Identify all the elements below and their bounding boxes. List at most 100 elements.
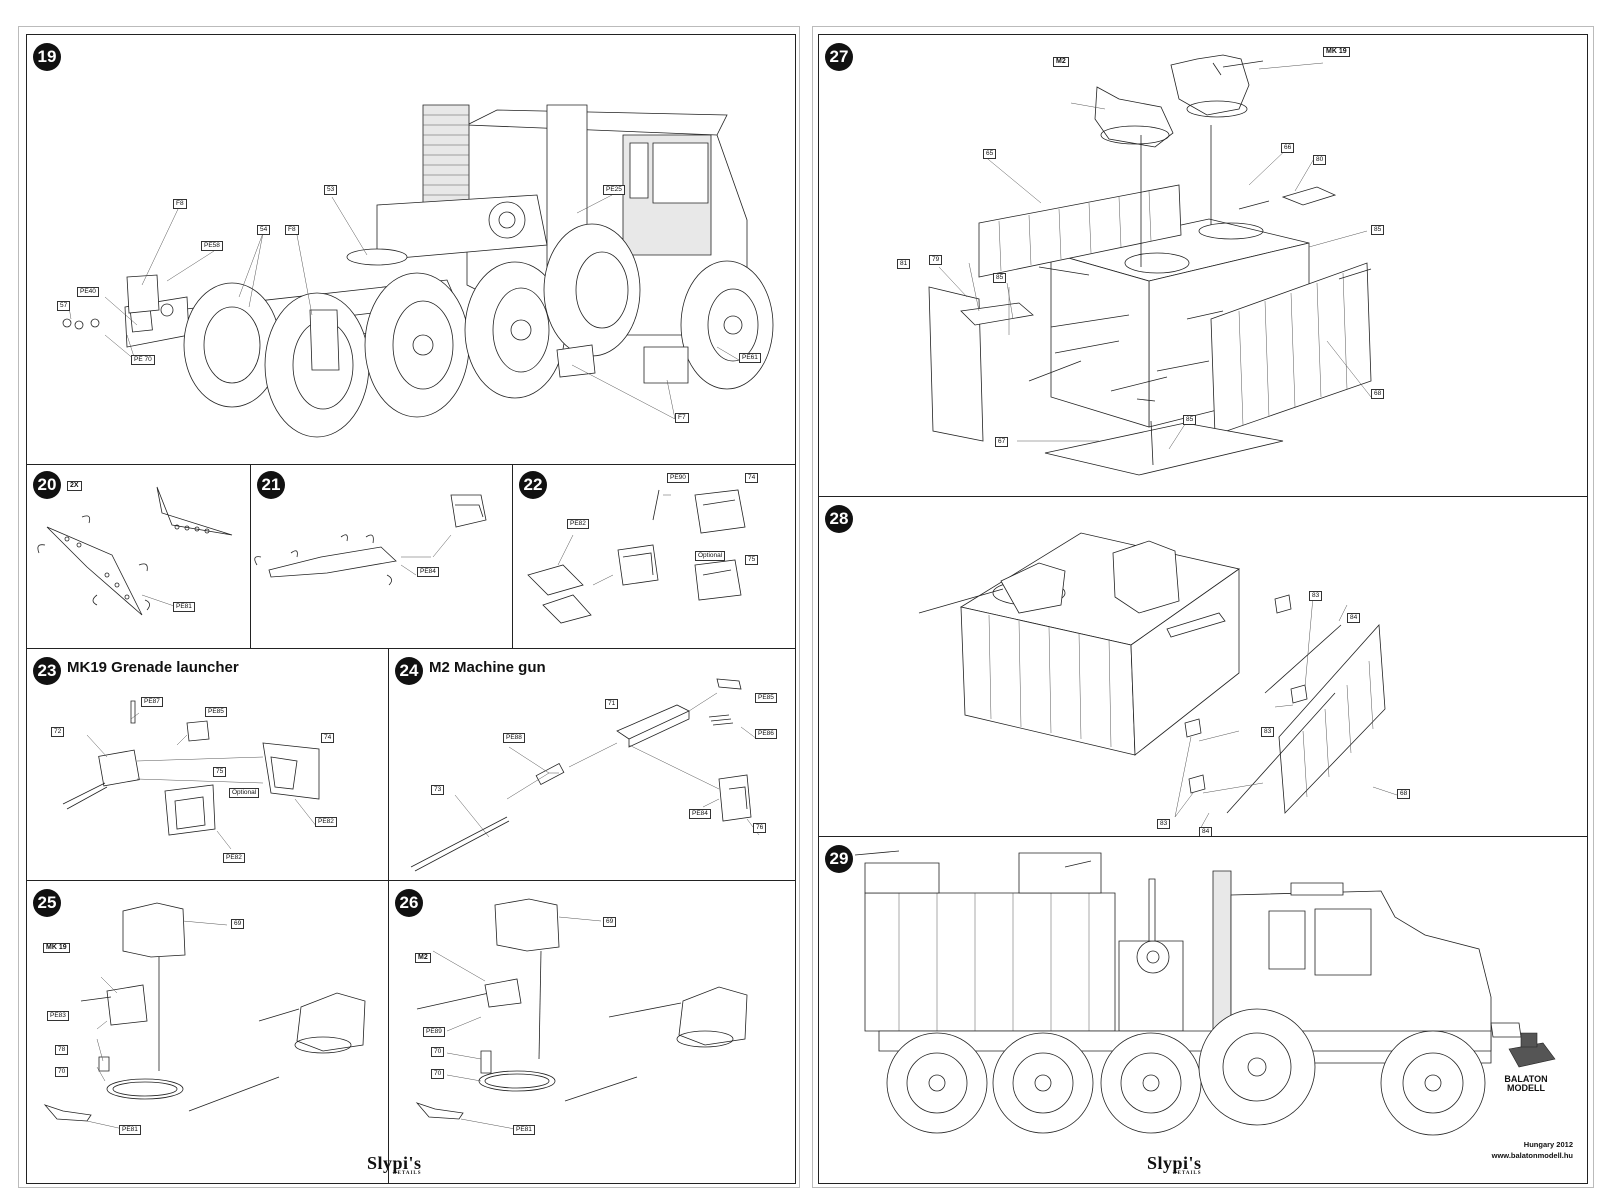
vehicle-side-view-drawing: [819, 837, 1587, 1183]
label-pe82a: PE82: [315, 817, 337, 827]
label-68: 68: [1371, 389, 1385, 399]
label-f7: F7: [675, 413, 689, 423]
label-85a: 85: [1371, 225, 1385, 235]
label-pe82b: PE82: [223, 853, 245, 863]
step-28-cell: 28 83 84 83 68 83 84: [819, 497, 1587, 837]
label-pe81: PE81: [513, 1125, 535, 1135]
label-65: 65: [983, 149, 997, 159]
side-view-wheels: [887, 1009, 1485, 1135]
label-53: 53: [324, 185, 338, 195]
step-25-badge: 25: [33, 889, 61, 917]
label-pe83: PE83: [47, 1011, 69, 1021]
step-23-badge: 23: [33, 657, 61, 685]
brand-sub: DETAILS: [392, 1171, 422, 1176]
left-panel: 19: [26, 34, 796, 1184]
step-23-title: MK19 Grenade launcher: [67, 659, 239, 676]
brand-name: Slypi's: [367, 1153, 422, 1173]
label-79: 79: [929, 255, 943, 265]
step-19-cell: 19: [27, 35, 795, 465]
label-57: 57: [57, 301, 71, 311]
step-24-cell: 24 M2 Machine gun 71 PE85 PE88 PE86 73 P…: [389, 649, 795, 881]
label-83a: 83: [1309, 591, 1323, 601]
step-29-badge: 29: [825, 845, 853, 873]
balaton-logo: BALATON MODELL: [1491, 1075, 1561, 1093]
cargo-box-assembly-drawing: [819, 497, 1587, 837]
footer-country-year: Hungary 2012: [1523, 1140, 1573, 1149]
label-85c: 85: [1183, 415, 1197, 425]
label-pe85: PE85: [755, 693, 777, 703]
label-pe84: PE84: [689, 809, 711, 819]
step-22-drawing: [513, 465, 795, 649]
m2-mount-drawing: [389, 881, 795, 1183]
label-76: 76: [753, 823, 767, 833]
step-20-cell: 20 2X PE81: [27, 465, 251, 649]
label-pe86: PE86: [755, 729, 777, 739]
label-83c: 83: [1157, 819, 1171, 829]
label-83b: 83: [1261, 727, 1275, 737]
label-pe40: PE40: [77, 287, 99, 297]
step-23-cell: 23 MK19 Grenade launcher PE87 PE85 72 75…: [27, 649, 389, 881]
label-80: 80: [1313, 155, 1327, 165]
label-85b: 85: [993, 273, 1007, 283]
footer-website: www.balatonmodell.hu: [1491, 1151, 1573, 1160]
label-70b: 70: [431, 1069, 445, 1079]
label-f8b: F8: [285, 225, 299, 235]
label-pe82: PE82: [567, 519, 589, 529]
step-19-badge: 19: [33, 43, 61, 71]
step-22-cell: 22 PE90 74 PE82 Optional 75: [513, 465, 795, 649]
label-pe88: PE88: [503, 733, 525, 743]
label-pe85: PE85: [205, 707, 227, 717]
step-27-badge: 27: [825, 43, 853, 71]
m2-drawing: [389, 649, 795, 881]
label-optional: Optional: [229, 788, 260, 798]
label-pe25: PE25: [603, 185, 625, 195]
right-panel: 27: [818, 34, 1588, 1184]
label-78: 78: [55, 1045, 69, 1055]
balaton-logo-line1: BALATON: [1504, 1074, 1548, 1084]
label-pe81: PE81: [173, 602, 195, 612]
step-26-badge: 26: [395, 889, 423, 917]
step-20-badge: 20: [33, 471, 61, 499]
label-75: 75: [745, 555, 759, 565]
label-optional: Optional: [695, 551, 726, 561]
tractor-chassis-drawing: [27, 35, 795, 465]
step-29-cell: 29: [819, 837, 1587, 1183]
label-mk19: MK 19: [1323, 47, 1350, 57]
step-28-badge: 28: [825, 505, 853, 533]
label-pe81: PE81: [119, 1125, 141, 1135]
label-74: 74: [745, 473, 759, 483]
balaton-logo-line2: MODELL: [1507, 1083, 1545, 1093]
step-21-drawing: [251, 465, 513, 649]
label-54: 54: [257, 225, 271, 235]
label-70: 70: [55, 1067, 69, 1077]
label-f8a: F8: [173, 199, 187, 209]
label-72: 72: [51, 727, 65, 737]
label-74: 74: [321, 733, 335, 743]
label-75: 75: [213, 767, 227, 777]
label-pe90: PE90: [667, 473, 689, 483]
label-71: 71: [605, 699, 619, 709]
label-84a: 84: [1347, 613, 1361, 623]
label-pe84: PE84: [417, 567, 439, 577]
quantity-badge: 2X: [67, 481, 82, 491]
step-20-drawing: [27, 465, 251, 649]
brand-sub: DETAILS: [1172, 1171, 1202, 1176]
label-pe58: PE58: [201, 241, 223, 251]
label-mk19: MK 19: [43, 943, 70, 953]
label-70a: 70: [431, 1047, 445, 1057]
label-66: 66: [1281, 143, 1295, 153]
mk19-mount-drawing: [27, 881, 389, 1183]
step-27-cell: 27: [819, 35, 1587, 497]
cargo-box-exploded-drawing: [819, 35, 1587, 497]
label-67: 67: [995, 437, 1009, 447]
page-footer: Hungary 2012 www.balatonmodell.hu: [1492, 1139, 1573, 1161]
label-69: 69: [603, 917, 617, 927]
label-pe61: PE61: [739, 353, 761, 363]
label-68: 68: [1397, 789, 1411, 799]
label-pe87: PE87: [141, 697, 163, 707]
label-pe70: PE 70: [131, 355, 155, 365]
brand-name: Slypi's: [1147, 1153, 1202, 1173]
label-m2: M2: [415, 953, 431, 963]
